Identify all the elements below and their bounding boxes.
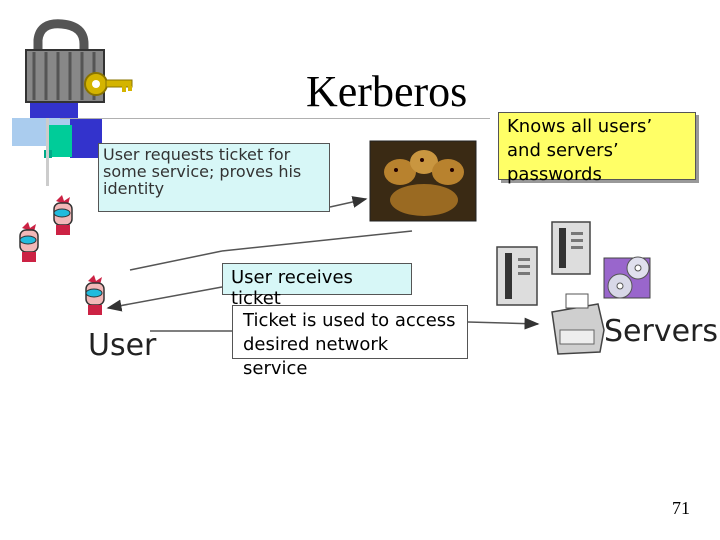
arrow-kdc-to-user-line [129, 250, 223, 271]
user-figures [19, 195, 105, 315]
arrow-kdc-to-user-line [221, 230, 413, 252]
slide-title: Kerberos [306, 67, 468, 116]
ticket-use-box: Ticket is used to access desired network… [232, 305, 468, 379]
kdc-knowledge-note: Knows all users’ and servers’ passwords [498, 112, 696, 185]
cerberus-image [369, 140, 477, 222]
request-ticket-box: User requests ticket for some service; p… [98, 143, 330, 212]
page-number: 71 [672, 498, 690, 518]
printer-icon [551, 293, 605, 355]
server-tower-icon [551, 221, 591, 275]
logo-blocks [12, 95, 102, 186]
arrow-ticket-to-server [467, 317, 540, 330]
user-label: User [88, 328, 157, 363]
title-divider [60, 118, 490, 119]
arrow-ticket-to-user [106, 286, 223, 312]
servers-label: Servers [604, 314, 719, 349]
arrow-request-to-kdc [329, 196, 368, 208]
receive-ticket-box: User receives ticket [222, 263, 412, 309]
key-icon [84, 72, 133, 96]
server-tower-icon [496, 246, 538, 306]
cd-server-icon [603, 256, 651, 299]
